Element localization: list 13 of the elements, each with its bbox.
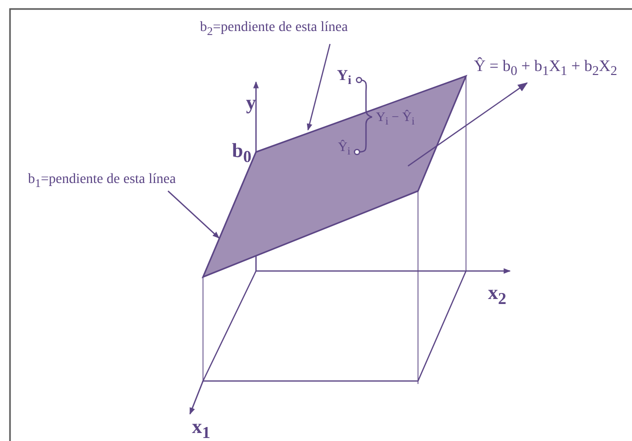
leader-line [168,190,220,238]
annotation-text: b$_{1}$=pendiente de esta línea [28,172,176,191]
axis-label: y [246,92,256,114]
annotation-text: b$_{2}$=pendiente de esta línea [200,20,348,39]
axis-label: x$_{1}$ [192,416,210,441]
equation-label: Ŷ = b$_{0}$ + b$_{1}$X$_{1}$ + b$_{2}$X$_{2}$ [474,58,618,79]
arrow [408,82,528,166]
intercept-label: b$_{0}$ [232,140,252,166]
leader-line [306,44,331,131]
point-label: Y$_{i}$ [337,68,352,88]
residual-label: Y$_{i}$ − Ŷ$_{i}$ [376,110,415,128]
point-label: Ŷ$_{i}$ [338,140,350,158]
axis-label: x$_{2}$ [488,282,506,308]
